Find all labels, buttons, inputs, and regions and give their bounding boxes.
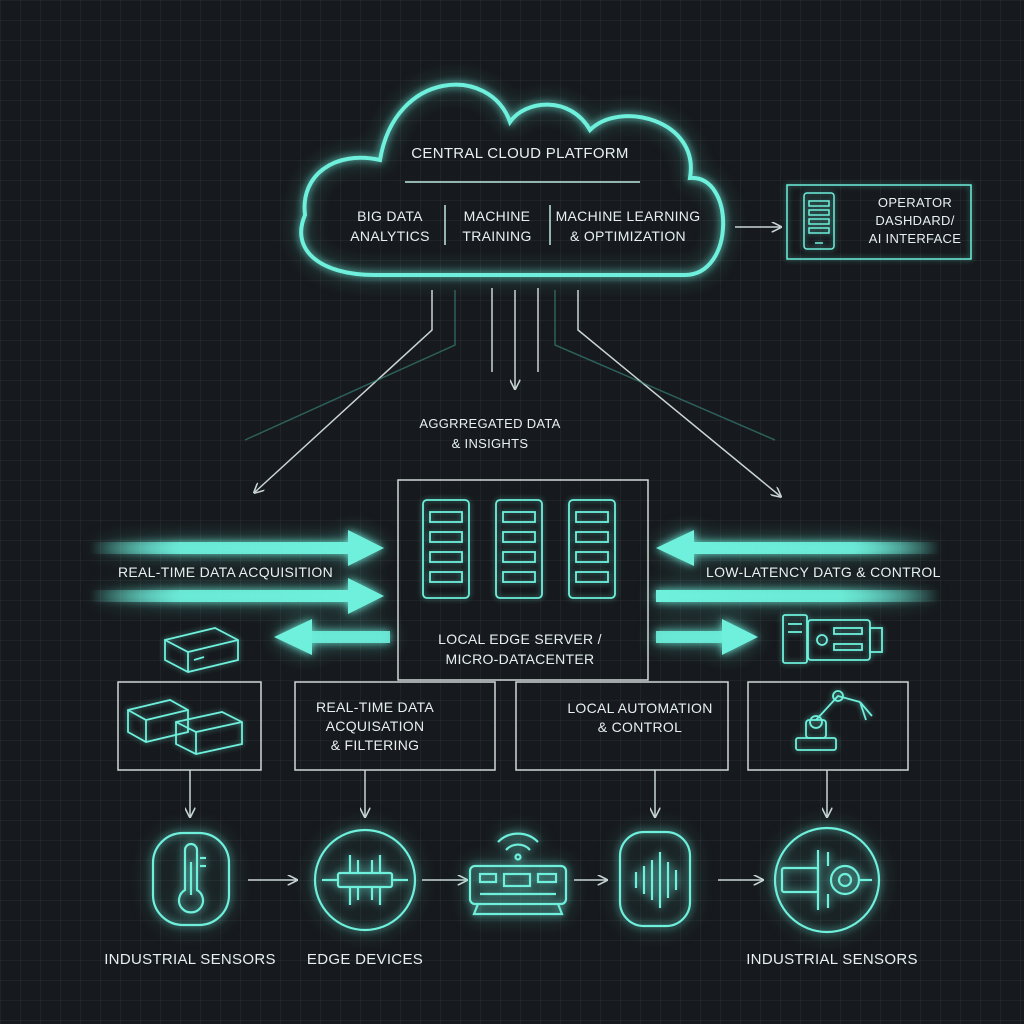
automation-box (515, 681, 729, 771)
operator-box (786, 184, 972, 260)
bottom-label-industrial-sensors-left: INDUSTRIAL SENSORS (104, 951, 276, 968)
cloud-shape (299, 82, 726, 277)
edge-server-box (397, 479, 649, 681)
left-flow-label: REAL-TIME DATA ACQUISITION (118, 564, 333, 580)
left-flow-arrows (90, 530, 390, 655)
waveform-icon (618, 830, 692, 928)
cloud-arrow-left-glow (244, 290, 456, 441)
thermometer-icon (151, 831, 231, 927)
acquisition-box (294, 681, 496, 771)
bottom-label-industrial-sensors-right: INDUSTRIAL SENSORS (746, 951, 918, 968)
control-module-icon (782, 614, 883, 664)
cloud-arrow-left (255, 290, 433, 492)
cloud-col-big-data: BIG DATA ANALYTICS (350, 208, 430, 244)
robot-arm-icon (795, 690, 873, 751)
operator-label[interactable]: OPERATOR DASHDARD/ AI INTERFACE (868, 195, 962, 246)
robot-box (747, 681, 909, 771)
cloud-col-machine-training: MACHINE TRAINING (462, 208, 532, 244)
storage-box (117, 681, 262, 771)
hardware-box-icon (164, 627, 239, 673)
cloud-arrow-right (577, 290, 780, 496)
acquisition-box-label: REAL-TIME DATA ACQUISATION & FILTERING (315, 699, 435, 753)
cloud-title: CENTRAL CLOUD PLATFORM (411, 145, 629, 162)
storage-units-icon (127, 699, 243, 755)
automation-box-label: LOCAL AUTOMATION & CONTROL (567, 700, 713, 735)
aggregated-data-label: AGGRREGATED DATA & INSIGHTS (419, 416, 561, 451)
cloud-arrow-right-glow (554, 290, 776, 441)
tablet-icon (803, 192, 835, 250)
bottom-label-edge-devices: EDGE DEVICES (306, 951, 424, 968)
right-flow-arrows (656, 530, 940, 655)
server-rack-icon (422, 499, 616, 599)
wifi-router-icon (468, 832, 568, 916)
edge-server-label: LOCAL EDGE SERVER / MICRO-DATACENTER (438, 631, 602, 667)
circuit-board-icon (313, 828, 417, 932)
cloud-col-ml-optimization: MACHINE LEARNING & OPTIMIZATION (555, 208, 701, 244)
right-flow-label: LOW-LATENCY DATG & CONTROL (706, 564, 941, 580)
motor-icon (773, 826, 881, 934)
